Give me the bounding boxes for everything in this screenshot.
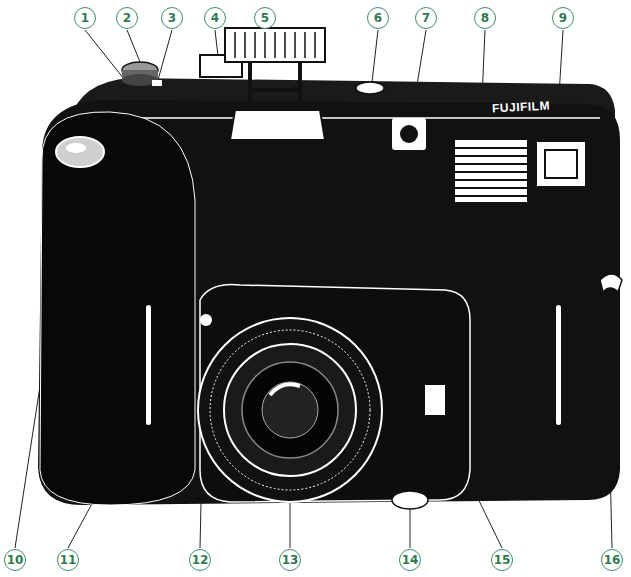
callout-number: 2 — [116, 7, 138, 29]
callout-number: 13 — [279, 549, 301, 571]
callout-number: 8 — [474, 7, 496, 29]
callout-number: 11 — [57, 549, 79, 571]
callout-number: 10 — [4, 549, 26, 571]
callout-number: 15 — [491, 549, 513, 571]
callout-number: 14 — [399, 549, 421, 571]
callout-number: 1 — [74, 7, 96, 29]
callout-number: 5 — [254, 7, 276, 29]
callout-number: 7 — [415, 7, 437, 29]
callout-number: 16 — [601, 549, 623, 571]
callout-number: 9 — [552, 7, 574, 29]
callout-number: 6 — [367, 7, 389, 29]
callout-number: 12 — [189, 549, 211, 571]
callout-number: 3 — [161, 7, 183, 29]
callout-number: 4 — [204, 7, 226, 29]
